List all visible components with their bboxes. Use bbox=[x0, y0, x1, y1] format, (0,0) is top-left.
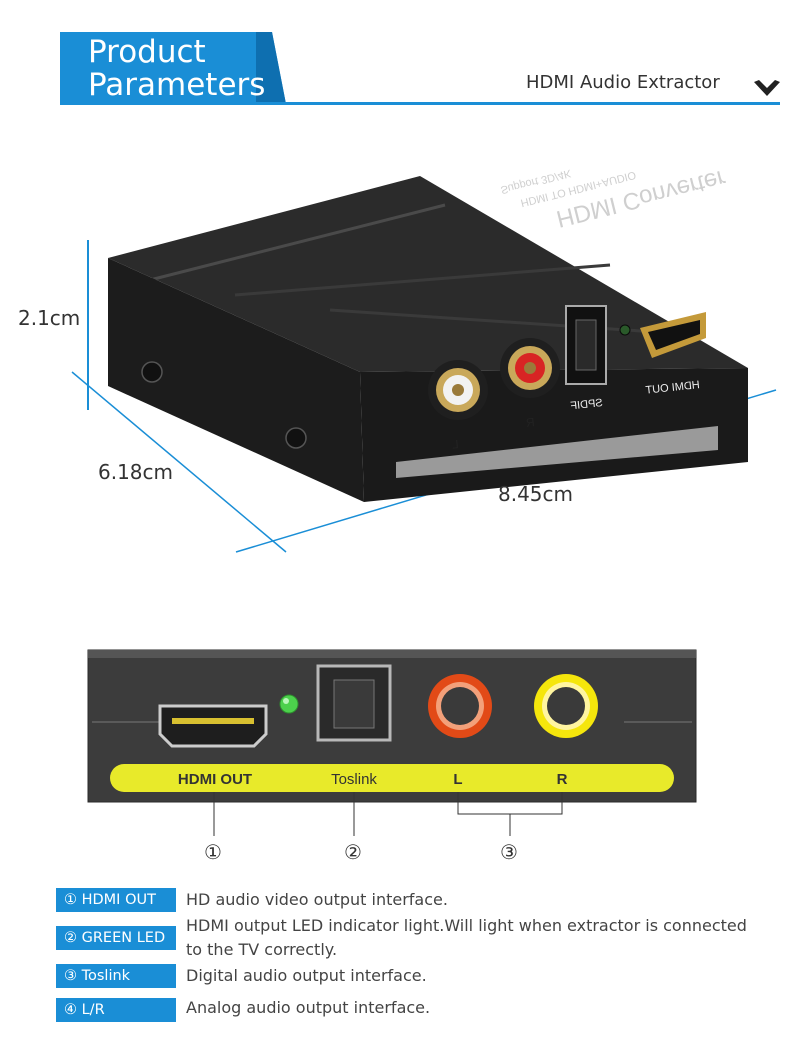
desc-text-toslink: Digital audio output interface. bbox=[186, 966, 427, 985]
header-banner bbox=[60, 32, 286, 104]
callout-1: ① bbox=[204, 840, 222, 864]
panel-toslink-port bbox=[316, 664, 392, 742]
desc-text-hdmi-out: HD audio video output interface. bbox=[186, 890, 448, 909]
callout-3: ③ bbox=[500, 840, 518, 864]
device-illustration: HDMI Converter HDMI TO HDMI+AUDIO Suppor… bbox=[71, 164, 777, 553]
rca-right-port bbox=[500, 338, 560, 398]
desc-tag-hdmi-out: ① HDMI OUT bbox=[56, 888, 176, 912]
panel-rca-yellow bbox=[534, 674, 598, 738]
chevron-down-icon bbox=[754, 80, 780, 96]
dimension-height-label: 2.1cm bbox=[18, 306, 81, 330]
panel-hdmi-port bbox=[158, 704, 268, 748]
callout-2: ② bbox=[344, 840, 362, 864]
rca-left-port bbox=[428, 360, 488, 420]
front-panel-diagram: HDMI OUT Toslink L R bbox=[87, 649, 697, 836]
desc-tag-green-led: ② GREEN LED bbox=[56, 926, 176, 950]
hdmi-port bbox=[640, 312, 706, 358]
panel-label-toslink: Toslink bbox=[331, 771, 377, 788]
panel-label-l: L bbox=[453, 771, 462, 788]
depth-dimension-line bbox=[71, 371, 287, 553]
desc-text-lr: Analog audio output interface. bbox=[186, 998, 431, 1017]
header-divider bbox=[60, 102, 780, 105]
panel-label-hdmi-out: HDMI OUT bbox=[178, 771, 252, 788]
front-label-spdif: SPDIF bbox=[570, 397, 604, 412]
panel-label-bar bbox=[110, 764, 674, 792]
led-indicator bbox=[619, 324, 631, 336]
desc-tag-lr: ④ L/R bbox=[56, 998, 176, 1022]
panel-label-r: R bbox=[557, 771, 568, 788]
front-label-r: R bbox=[525, 415, 535, 430]
front-label-l: L bbox=[451, 437, 459, 452]
front-label-hdmi: HDMI OUT bbox=[645, 379, 701, 397]
device-title-text: HDMI Converter bbox=[554, 164, 729, 232]
panel-rca-red bbox=[428, 674, 492, 738]
desc-tag-toslink: ③ Toslink bbox=[56, 964, 176, 988]
dimension-width-label: 8.45cm bbox=[498, 482, 574, 506]
header-title-line1: Product bbox=[88, 34, 206, 70]
spdif-port bbox=[565, 305, 607, 385]
header-title-line2: Parameters bbox=[88, 67, 266, 103]
panel-green-led bbox=[279, 694, 299, 714]
desc-text-green-led: HDMI output LED indicator light.Will lig… bbox=[186, 916, 747, 959]
dimension-depth-label: 6.18cm bbox=[98, 460, 174, 484]
header-subtitle: HDMI Audio Extractor bbox=[526, 72, 720, 93]
